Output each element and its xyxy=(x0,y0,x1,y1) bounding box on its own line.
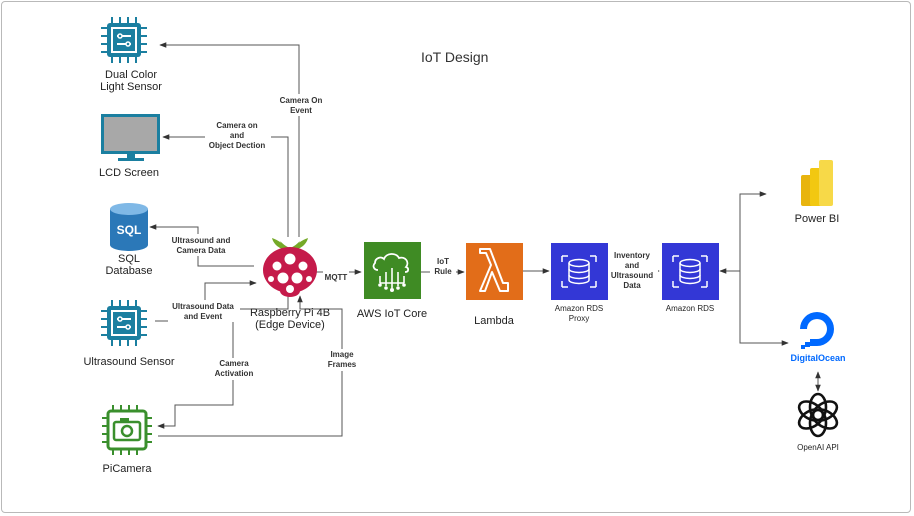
aws-iot-core-icon xyxy=(364,242,421,299)
edge-pi-to-picamera xyxy=(157,293,289,429)
digitalocean-icon xyxy=(800,312,834,349)
label-rds: Amazon RDS xyxy=(666,304,714,313)
label-lambda: Lambda xyxy=(474,315,515,327)
label-picamera: PiCamera xyxy=(103,463,153,475)
edge-pi-to-lcd xyxy=(162,134,289,237)
node-raspberry-pi: Raspberry Pi 4B(Edge Device) xyxy=(250,238,330,331)
node-digitalocean: DigitalOcean xyxy=(790,312,846,363)
camera-chip-icon xyxy=(102,405,152,455)
aws-lambda-icon xyxy=(466,243,523,300)
edge-label-mqtt: MQTT xyxy=(325,273,348,282)
edge-rds-to-powerbi xyxy=(719,191,767,274)
node-lcd: LCD Screen xyxy=(99,114,160,179)
node-iot-core: AWS IoT Core xyxy=(357,242,427,320)
monitor-icon xyxy=(101,114,160,161)
label-powerbi: Power BI xyxy=(795,213,840,225)
label-openai: OpenAI API xyxy=(797,443,839,452)
edge-picamera-to-pi xyxy=(158,295,343,437)
aws-rds-icon xyxy=(551,243,608,300)
label-digitalocean: DigitalOcean xyxy=(790,353,845,363)
edge-rds-to-digitalocean xyxy=(739,271,789,346)
chip-icon xyxy=(101,17,147,63)
node-picamera: PiCamera xyxy=(102,405,152,475)
label-ultrasound: Ultrasound Sensor xyxy=(83,356,174,368)
power-bi-icon xyxy=(801,160,833,206)
database-icon: SQL xyxy=(110,203,148,251)
aws-rds-icon xyxy=(662,243,719,300)
node-openai: OpenAI API xyxy=(797,392,839,452)
node-rds: Amazon RDS xyxy=(662,243,719,313)
node-powerbi: Power BI xyxy=(795,160,840,225)
node-ultrasound: Ultrasound Sensor xyxy=(83,300,175,368)
raspberry-pi-icon xyxy=(263,238,317,297)
diagram-title: IoT Design xyxy=(421,49,488,65)
label-raspberry-pi: Raspberry Pi 4B(Edge Device) xyxy=(250,307,330,331)
sql-icon-text: SQL xyxy=(117,223,142,237)
edge-pi-to-light-sensor xyxy=(159,42,300,237)
label-iot-core: AWS IoT Core xyxy=(357,308,427,320)
chip-icon xyxy=(101,300,147,346)
openai-icon xyxy=(797,392,839,438)
node-lambda: Lambda xyxy=(466,243,523,327)
label-lcd: LCD Screen xyxy=(99,167,159,179)
